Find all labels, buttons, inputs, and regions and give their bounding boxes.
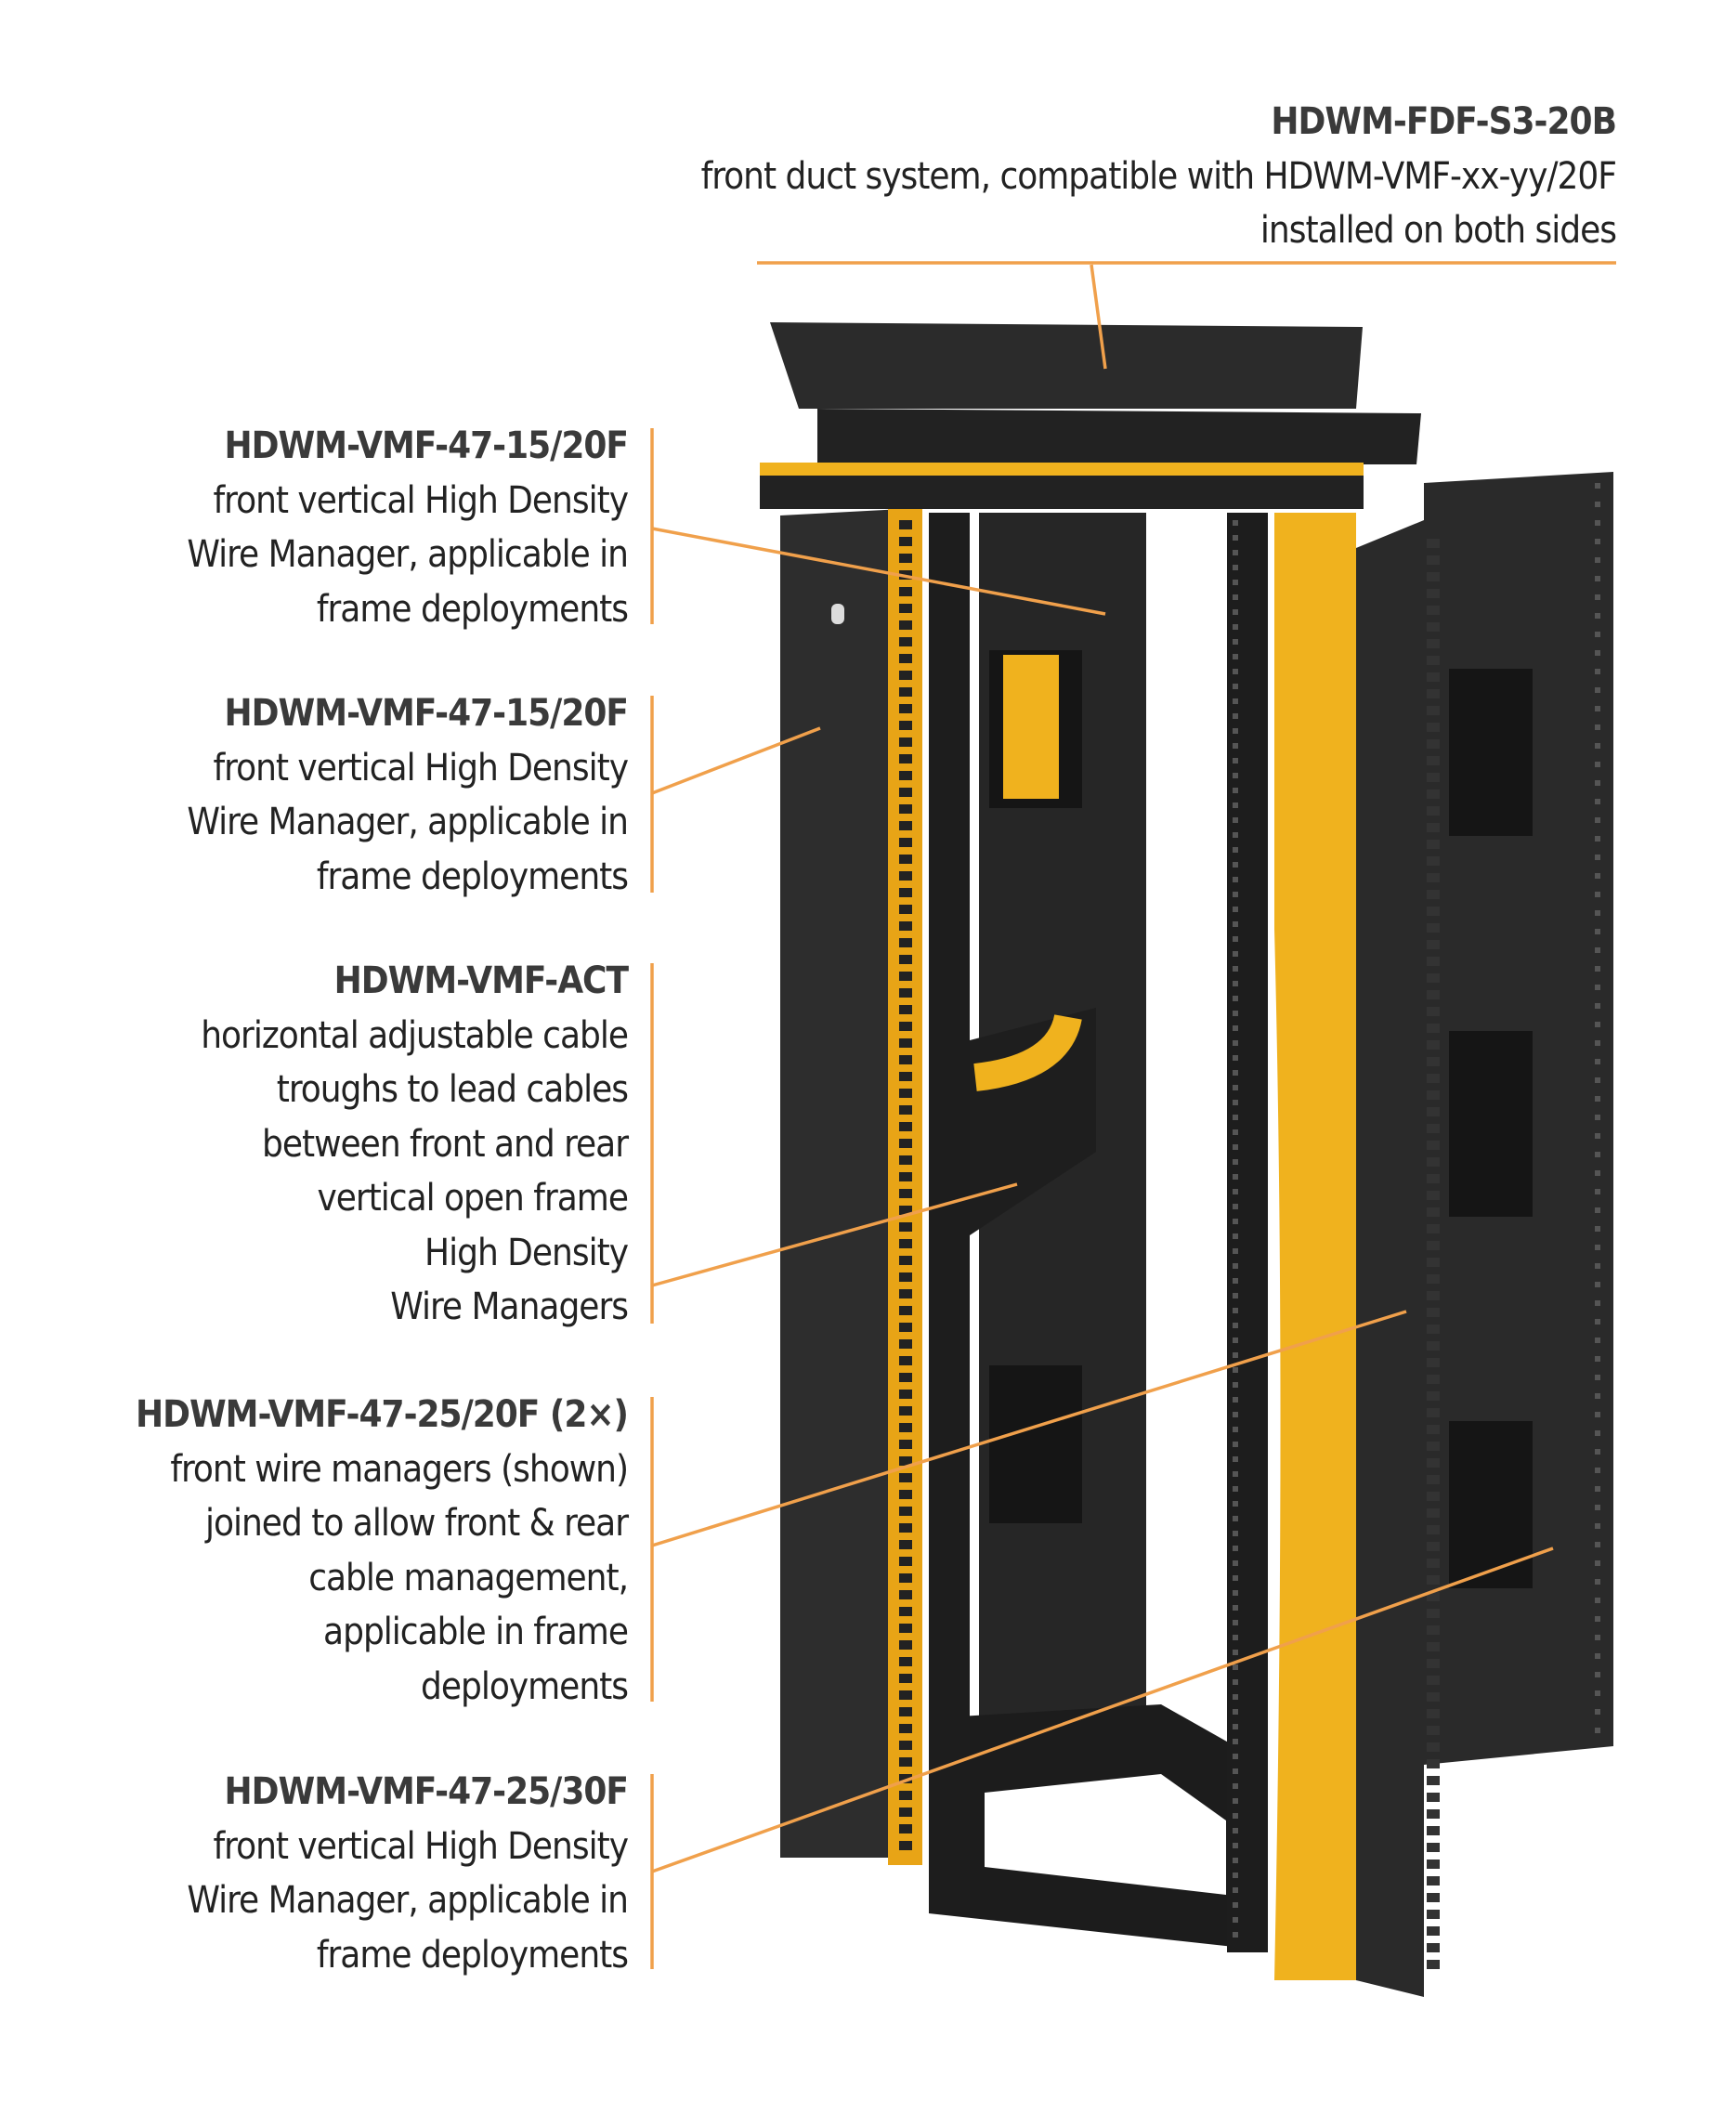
panel-cutout: [1449, 669, 1533, 836]
callout-vmf-47-25-30f: HDWM-VMF-47-25/30F front vertical High D…: [187, 1765, 629, 1982]
callout-title: HDWM-VMF-47-15/20F: [224, 424, 629, 467]
leader-line: [651, 726, 821, 795]
callout-text: applicable in frame: [323, 1611, 629, 1653]
callout-text: joined to allow front & rear: [204, 1502, 629, 1545]
left-cable-strip: [888, 509, 922, 1865]
callout-vmf-47-15-a: HDWM-VMF-47-15/20F front vertical High D…: [187, 419, 629, 636]
callout-vmf-47-25-20f: HDWM-VMF-47-25/20F (2×) front wire manag…: [135, 1388, 629, 1714]
callout-title: HDWM-VMF-47-25/30F: [224, 1770, 629, 1813]
callout-text: front duct system, compatible with HDWM-…: [700, 154, 1617, 198]
callout-title: HDWM-VMF-47-15/20F: [224, 692, 629, 735]
callout-vmf-act: HDWM-VMF-ACT horizontal adjustable cable…: [201, 954, 629, 1335]
callout-title: HDWM-VMF-ACT: [333, 959, 629, 1002]
callout-text: cable management,: [308, 1556, 629, 1599]
right-cable-bundle: [1274, 513, 1356, 1980]
leader-line: [651, 1546, 1554, 1873]
top-front-duct: [770, 322, 1363, 409]
callout-text: front wire managers (shown): [170, 1447, 629, 1491]
callout-text: frame deployments: [316, 587, 629, 631]
callout-text: horizontal adjustable cable: [201, 1013, 629, 1057]
right-front-panel: [1356, 520, 1424, 1997]
callout-text: front vertical High Density: [213, 478, 629, 522]
callout-text: vertical open frame: [317, 1177, 629, 1220]
callout-text: front vertical High Density: [213, 1824, 629, 1868]
callout-text: troughs to lead cables: [276, 1068, 629, 1111]
callout-vmf-47-15-b: HDWM-VMF-47-15/20F front vertical High D…: [187, 686, 629, 904]
leader-line: [651, 1182, 1018, 1287]
left-rack-post: [929, 513, 970, 1912]
callout-text: Wire Manager, applicable in: [187, 533, 629, 576]
callout-text: front vertical High Density: [213, 746, 629, 789]
leader-line: [651, 1310, 1407, 1547]
callout-front-duct: HDWM-FDF-S3-20B front duct system, compa…: [700, 95, 1617, 258]
callout-text: deployments: [420, 1664, 629, 1708]
callout-text: Wire Manager, applicable in: [187, 801, 629, 843]
callout-title: HDWM-FDF-S3-20B: [1271, 100, 1617, 143]
leader-line: [1090, 264, 1107, 370]
callout-title: HDWM-VMF-47-25/20F (2×): [135, 1393, 629, 1436]
callout-text: Wire Manager, applicable in: [187, 1879, 629, 1922]
callout-text: between front and rear: [261, 1122, 629, 1166]
panel-cutout: [1449, 1031, 1533, 1217]
callout-text: Wire Managers: [390, 1285, 629, 1328]
callout-text: installed on both sides: [1260, 209, 1617, 252]
left-wire-manager-panel: [780, 509, 902, 1858]
callout-text: frame deployments: [316, 855, 629, 898]
callout-text: High Density: [424, 1231, 629, 1274]
callout-text: frame deployments: [316, 1933, 629, 1977]
leader-line: [651, 527, 1106, 616]
